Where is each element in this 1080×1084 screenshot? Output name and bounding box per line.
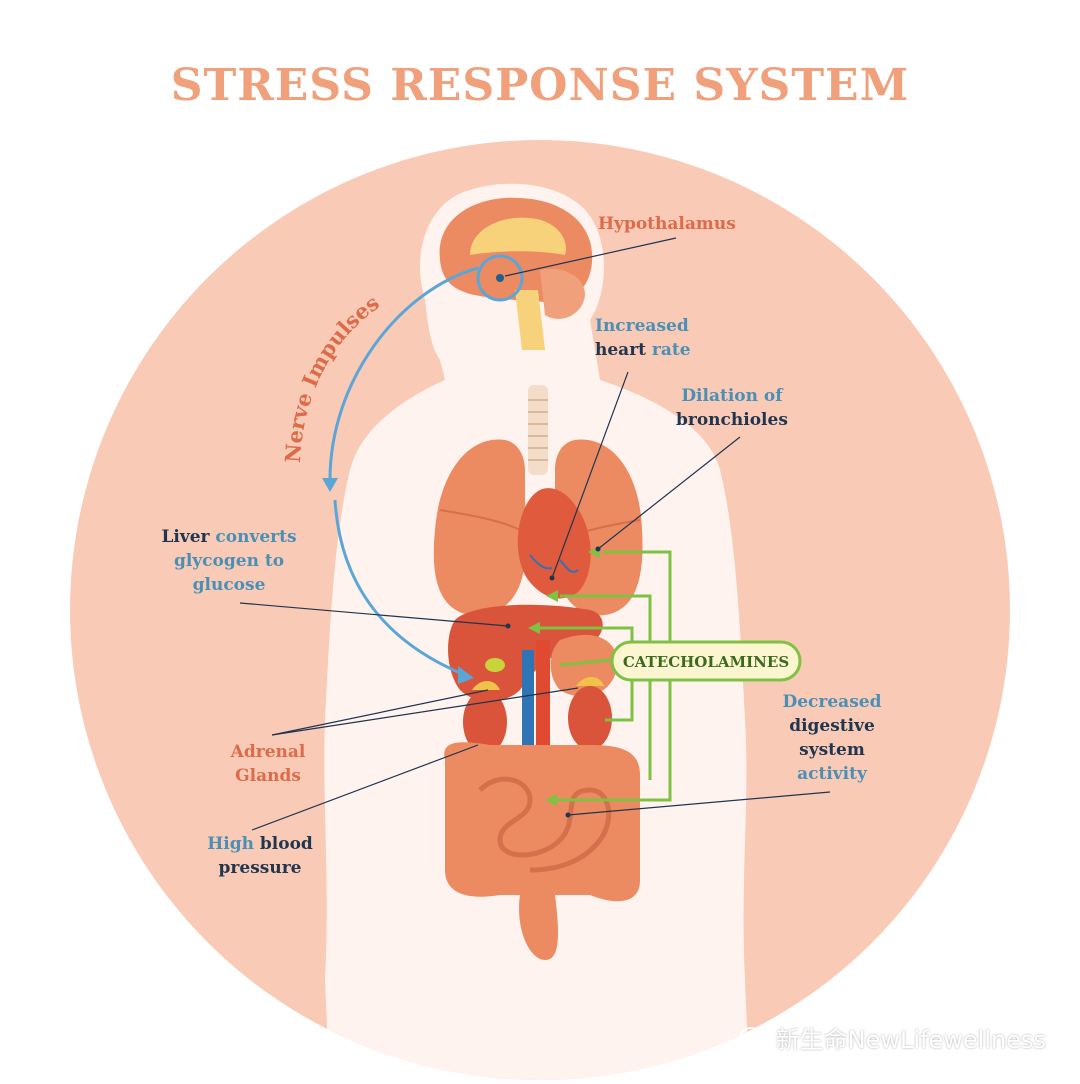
digestive-label-line2: digestive — [789, 716, 875, 736]
heart-rate-label-line1: Increased — [595, 316, 689, 336]
brain — [439, 197, 593, 350]
blood-pressure-label-high: High — [207, 834, 254, 854]
hypothalamus-highlight — [476, 254, 524, 302]
kidneys — [463, 677, 612, 754]
blood-pressure-label-blood: blood — [253, 834, 313, 854]
catecholamines-box — [610, 640, 802, 682]
major-vessels — [522, 640, 550, 750]
bronchioles-label-line1: Dilation of — [681, 386, 783, 406]
adrenal-gland-left — [472, 681, 500, 690]
adrenal-glands-label: Adrenal Glands — [218, 740, 318, 788]
blood-pressure-label: High blood pressure — [200, 832, 320, 880]
intestines — [444, 742, 640, 960]
wechat-icon — [739, 1026, 769, 1048]
catecholamines-label: CATECHOLAMINES — [623, 653, 789, 671]
adrenal-gland-right — [576, 677, 604, 686]
watermark: 新生命NewLifewellness — [739, 1020, 1046, 1055]
heart-rate-label: Increased heart rate — [595, 314, 691, 362]
digestive-label-line1: Decreased — [782, 692, 882, 712]
nerve-arrow-head-2 — [458, 666, 474, 684]
liver-label-liver: Liver — [161, 527, 210, 547]
hypothalamus-label: Hypothalamus — [598, 214, 736, 234]
digestive-label: Decreased digestive system activity — [770, 690, 894, 786]
nerve-impulse-arc — [328, 266, 479, 677]
heart-rate-label-rate: rate — [646, 340, 691, 360]
liver-label-converts: converts — [209, 527, 297, 547]
bronchioles-label: Dilation of bronchioles — [676, 384, 788, 432]
blood-pressure-label-line2: pressure — [218, 858, 302, 878]
watermark-text: 新生命NewLifewellness — [775, 1026, 1046, 1054]
liver-label-line3: glucose — [192, 575, 266, 595]
leader-dots — [505, 546, 601, 818]
digestive-label-line3: system — [799, 740, 865, 760]
trachea — [528, 385, 548, 475]
nerve-arrow-head-1 — [322, 478, 338, 492]
adrenal-label-line1: Adrenal — [230, 742, 306, 762]
liver-label-line2: glycogen to — [173, 551, 285, 571]
page-title: STRESS RESPONSE SYSTEM — [170, 60, 910, 111]
adrenal-label-line2: Glands — [235, 766, 301, 786]
bronchioles-label-line2: bronchioles — [676, 410, 788, 430]
digestive-label-line4: activity — [797, 764, 867, 784]
heart — [517, 488, 591, 599]
liver-label: Liver converts glycogen to glucose — [150, 525, 308, 597]
heart-rate-label-heart: heart — [595, 340, 646, 360]
leader-lines — [239, 237, 831, 831]
